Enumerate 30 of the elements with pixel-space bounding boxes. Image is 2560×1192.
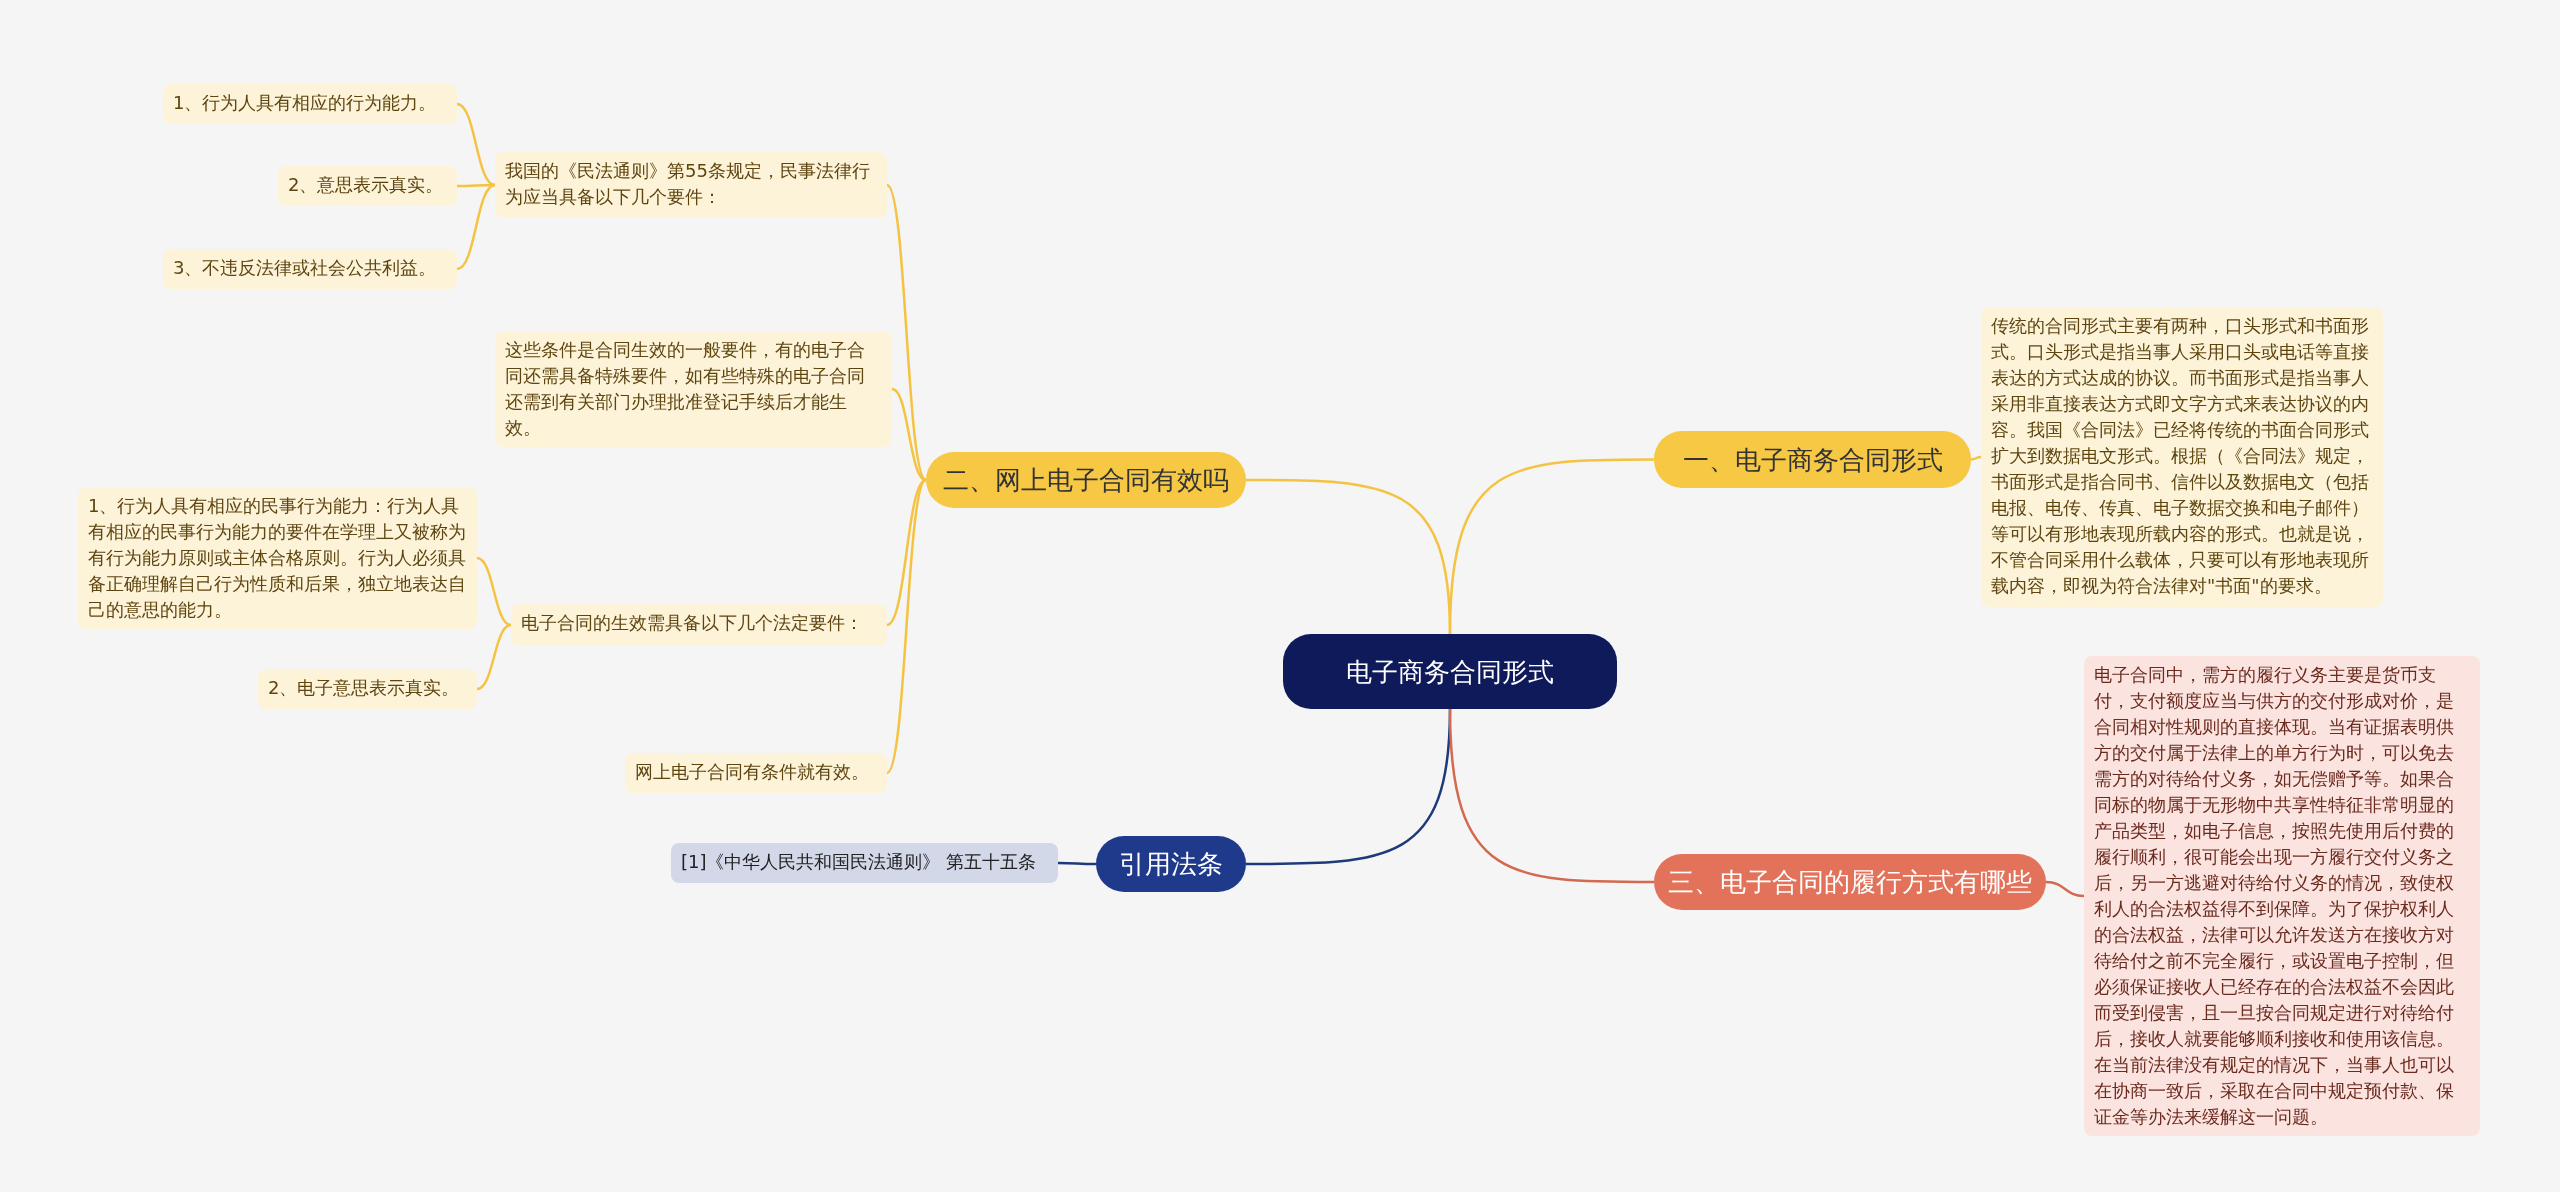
connector: [2045, 880, 2085, 898]
central-topic: 电子商务合同形式: [1283, 634, 1617, 709]
text-card: 1、行为人具有相应的行为能力。: [163, 84, 457, 124]
connector: [456, 102, 496, 187]
topic-node: 一、电子商务合同形式: [1654, 431, 1971, 488]
topic-node: 引用法条: [1096, 836, 1246, 892]
text-card: 3、不违反法律或社会公共利益。: [163, 249, 457, 289]
text-card: 2、意思表示真实。: [278, 166, 457, 206]
text-card: 2、电子意思表示真实。: [258, 669, 477, 709]
text-card: 这些条件是合同生效的一般要件，有的电子合同还需具备特殊要件，如有些特殊的电子合同还需到有关部门办理批准登记手续后才能生效。: [495, 331, 892, 447]
topic-node: 三、电子合同的履行方式有哪些: [1654, 854, 2046, 910]
connector: [886, 184, 927, 481]
connector: [1448, 458, 1654, 635]
connector: [476, 623, 512, 691]
text-card: 1、行为人具有相应的民事行为能力：行为人具有相应的民事行为能力的要件在学理上又被称为有行为能力原则或主体合格原则。行为人必须具备正确理解自己行为性质和后果，独立地表达自己的意思的能力。: [78, 487, 477, 629]
connector: [457, 183, 495, 188]
text-card: 我国的《民法通则》第55条规定，民事法律行为应当具备以下几个要件：: [495, 152, 887, 218]
connector: [886, 479, 927, 774]
connector: [456, 183, 496, 271]
connector: [1970, 455, 1982, 461]
connector: [891, 387, 927, 482]
text-card: [1]《中华人民共和国民法通则》 第五十五条: [671, 843, 1058, 883]
text-card: 网上电子合同有条件就有效。: [625, 753, 887, 793]
connector: [476, 556, 512, 627]
text-card: 传统的合同形式主要有两种，口头形式和书面形式。口头形式是指当事人采用口头或电话等直接表达的方式达成的协议。而书面形式是指当事人采用非直接表达方式即文字方式来表达协议的内容。我国《合同法》已经将传统的书面合同形式扩大到数据电文形式。根据（《合同法》规定，书面形式是指合同书、信件以及数据电文（包括电报、电传、传真、电子数据交换和电子邮件）等可以有形地表现所载内容的形式。也就是说，不管合同采用什么载体，只要可以有形地表现所载内容，即视为符合法律对"书面"的要求。: [1981, 307, 2383, 607]
topic-node: 二、网上电子合同有效吗: [926, 452, 1246, 508]
connector: [1448, 708, 1654, 884]
text-card: 电子合同的生效需具备以下几个法定要件：: [511, 604, 887, 646]
connector: [1058, 861, 1096, 866]
text-card: 电子合同中，需方的履行义务主要是货币支付，支付额度应当与供方的交付形成对价，是合同相对性规则的直接体现。当有证据表明供方的交付属于法律上的单方行为时，可以免去需方的对待给付义务，如无偿赠予等。如果合同标的物属于无形物中共享性特征非常明显的产品类型，如电子信息，按照先使用后付费的履行顺利，很可能会出现一方履行交付义务之后，另一方逃避对待给付义务的情况，致使权利人的合法权益得不到保障。为了保护权利人的合法权益，法律可以允许发送方在接收方对待给付之前不完全履行，或设置电子控制，但必须保证接收人已经存在的合法权益不会因此而受到侵害，且一旦按合同规定进行对待给付后，接收人就要能够顺利接收和使用该信息。在当前法律没有规定的情况下，当事人也可以在协商一致后，采取在合同中规定预付款、保证金等办法来缓解这一问题。: [2084, 656, 2480, 1136]
